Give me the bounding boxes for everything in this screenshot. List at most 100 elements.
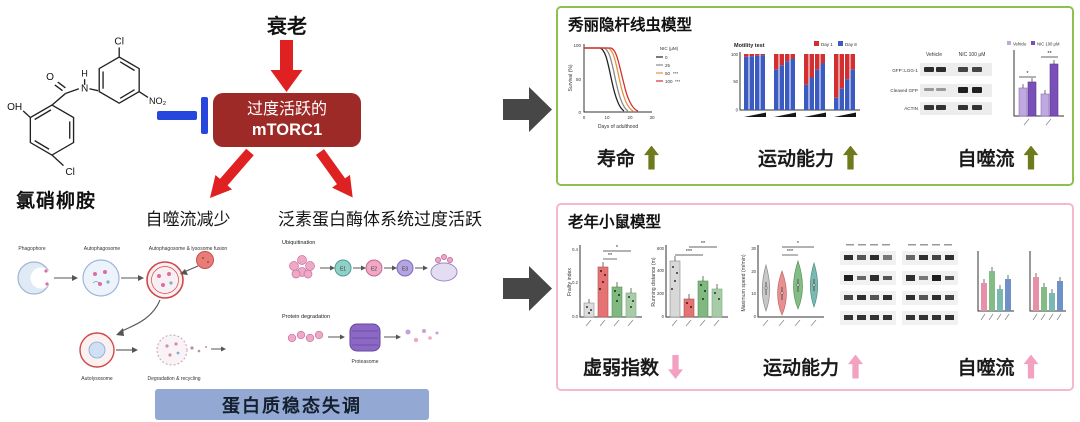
up-arrow-icon [843,145,858,170]
aging-down-arrow [270,40,303,92]
mouse-panel-title: 老年小鼠模型 [568,214,662,231]
worm-model-panel: 秀丽隐杆线虫模型 100 50 0 0 10 20 30 Survival (%… [556,6,1074,186]
xtick: 20 [627,115,633,120]
ups-arrow-1 [320,265,335,271]
up-arrow-icon [644,145,659,170]
svg-text:0: 0 [662,314,665,319]
e1-label: E1 [340,267,346,273]
running-bars [669,256,723,318]
svg-text:**: ** [701,241,706,247]
autophagosome-lysosome-fusion [146,261,184,299]
svg-text:***: *** [673,71,679,76]
x-label-marks [671,319,720,327]
svg-text:***: *** [675,79,681,84]
polyubiquitin-chain [287,330,324,343]
proteasome-barrel [349,323,381,352]
svg-text:Day 1: Day 1 [821,42,833,47]
block-arrow-bottom [503,266,552,311]
violins [761,259,819,316]
blot-row1-label: GFP::LGG-1 [892,68,918,73]
motility-title: Motility test [734,43,765,49]
mouse-model-panel: 老年小鼠模型 Frailty index 0.4 0.2 0.0 ** [556,203,1074,391]
niclosamide-structure: OH O N H Cl Cl NO₂ [7,37,167,179]
atom-no2: NO₂ [149,96,167,106]
blot-bands [920,63,992,115]
ups-arrow-5 [328,334,345,340]
autophagy-branch-label: 自噬流减少 [145,210,231,229]
max-speed-violin-figure: Maximum speed (m/min) 30 20 10 0 *** * [741,241,824,327]
bond-lines [22,47,149,167]
motility-figure: Motility test Day 1 Day 8 100 50 0 [731,41,860,117]
proteostasis-box: 蛋白质稳态失调 [155,389,429,420]
e3-enzyme: E3 [396,259,414,277]
autophagy-step2-label: Autophagosome [84,246,121,252]
quant-bars-1 [981,267,1011,311]
step-arrow-2 [121,275,144,281]
motility-bars-blue [744,55,855,110]
ups-arrow-6 [384,334,401,340]
outcome-motility-worm-label: 运动能力 [757,149,834,170]
survival-curves [584,47,639,112]
degradation-vesicle [156,334,226,366]
ytick: 0 [578,110,581,115]
ubiquitinated-substrate [430,254,458,282]
step-arrow-4 [116,347,138,353]
blot-col2-label: NIC 100 μM [959,52,986,58]
atom-n: N [81,84,88,95]
flow-arrows [157,40,552,311]
outcome-motility-mouse: 运动能力 [738,353,888,380]
speed-ylabel: Maximum speed (m/min) [741,254,747,311]
up-arrow-icon [1023,145,1039,170]
svg-text:Vehicle: Vehicle [1013,42,1027,47]
ups-title-label: Ubiquitination [282,240,315,246]
ups-arrow-3 [384,265,397,271]
svg-text:0: 0 [736,108,739,113]
branch-arrow-right [315,149,353,198]
atom-labels: OH O N H Cl Cl NO₂ [7,37,167,179]
outcome-frailty: 虚弱指数 [568,353,698,380]
e2-label: E2 [371,267,377,273]
autophagy-step3-label: Autophagosome & lysosome fusion [149,246,228,252]
svg-text:0.0: 0.0 [572,314,578,319]
outcome-frailty-label: 虚弱指数 [582,358,659,379]
frailty-index-figure: Frailty index 0.4 0.2 0.0 ** * [567,245,642,327]
running-distance-figure: Running distance (m) 600 400 200 0 *** [651,241,728,327]
svg-text:***: *** [787,249,794,255]
x-label-marks [585,319,634,327]
step-arrow-1 [54,275,78,281]
flux-legend: Vehicle NIC 100 μM [1007,41,1060,47]
outcome-autophagy-flux-worm-label: 自噬流 [957,149,1015,170]
outcome-autophagy-flux-mouse: 自噬流 [943,353,1053,380]
mouse-quantification-bars [977,251,1066,321]
blot-panel-right [902,251,958,325]
outcome-autophagy-flux-mouse-label: 自噬流 [957,358,1015,379]
worm-panel-title: 秀丽隐杆线虫模型 [568,17,693,34]
outcome-motility-mouse-label: 运动能力 [762,358,839,379]
svg-text:30: 30 [751,246,756,251]
atom-cl-right: Cl [114,37,124,48]
xtick: 10 [604,115,610,120]
frailty-ylabel: Frailty index [567,268,573,296]
blot-row2-label: Cleaved GFP [890,88,918,93]
blot-panel-left [840,251,896,325]
frailty-bars [583,262,637,318]
svg-text:0: 0 [754,314,757,319]
svg-text:***: *** [686,249,693,255]
autolysosome-vesicle [79,332,115,368]
svg-text:**: ** [1047,51,1052,57]
survival-legend: 0 25 50 *** 100 *** [656,55,681,84]
atom-oh: OH [7,102,22,113]
svg-text:10: 10 [751,291,756,296]
svg-text:0.2: 0.2 [572,280,578,285]
lysosome [180,251,214,275]
x-label-marks [980,313,1062,321]
motility-bars-red [744,54,855,98]
e2-enzyme: E2 [365,259,383,277]
svg-text:400: 400 [657,268,665,273]
ups-diagram: Ubiquitination E1 E2 E3 [282,240,458,365]
outcome-autophagy-flux-worm: 自噬流 [943,144,1053,171]
autophagy-step5-label: Degradation & recycling [147,376,200,382]
xtick: 30 [649,115,655,120]
xtick: 0 [583,115,586,120]
